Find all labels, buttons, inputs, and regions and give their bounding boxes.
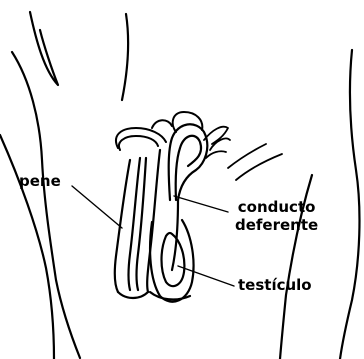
- leader-lines: [72, 186, 234, 286]
- center-crease: [122, 14, 128, 100]
- vas-deferens-label-line1: conducto: [235, 198, 318, 216]
- testicle-label: testículo: [238, 276, 312, 294]
- vas-deferens-label: conducto deferente: [235, 198, 318, 234]
- vas-deferens: [169, 124, 208, 270]
- bladder-shape: [116, 112, 202, 150]
- left-thigh-outline: [12, 52, 80, 358]
- groin-lines: [228, 144, 282, 180]
- vas-deferens-leader: [174, 196, 228, 212]
- left-body-contour: [0, 135, 54, 359]
- vas-deferens-label-line2: deferente: [235, 216, 318, 234]
- testicle-leader: [178, 266, 234, 286]
- left-hip-outline: [30, 12, 58, 85]
- penis-leader: [72, 186, 122, 228]
- right-thigh-outline: [340, 50, 359, 359]
- testicle-shape: [150, 220, 194, 302]
- penis-label: pene: [19, 172, 61, 190]
